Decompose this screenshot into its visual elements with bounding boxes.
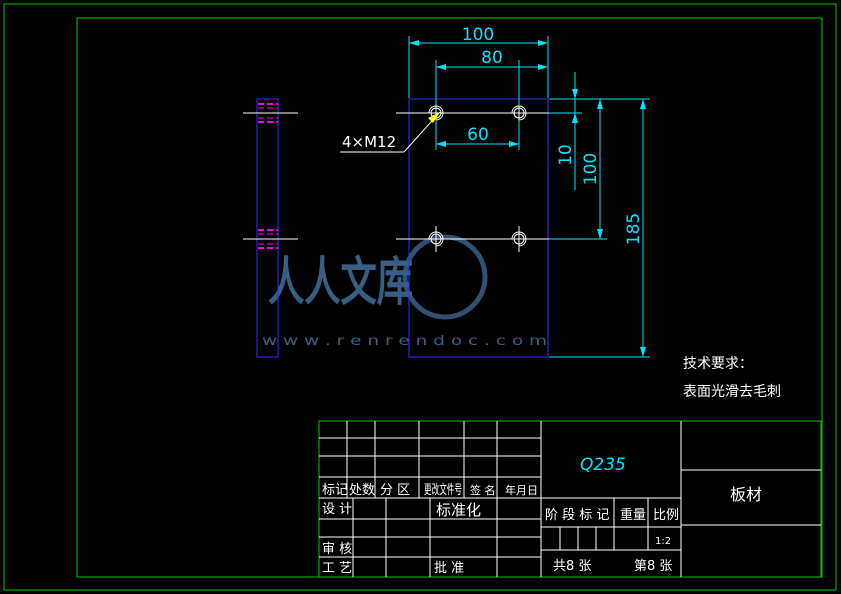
- dim-text-80: 80: [481, 48, 503, 68]
- tech-requirements-title: 技术要求：: [683, 356, 753, 372]
- watermark-url: w w w . r e n r e n d o c . c o m: [262, 334, 547, 349]
- plate-outline: [408, 98, 549, 358]
- threaded-hole-minor: [513, 107, 525, 119]
- label-sheets-total: 共8 张: [553, 559, 591, 574]
- dim-text-185: 185: [624, 213, 644, 245]
- threaded-hole: [428, 231, 444, 247]
- threaded-hole-minor: [513, 233, 525, 245]
- arrowhead: [640, 99, 646, 109]
- watermark: 人人文库 w w w . r e n r e n d o c . c o m: [262, 234, 547, 349]
- label-weight: 重量: [620, 507, 646, 523]
- watermark-text: 人人文库: [268, 253, 413, 313]
- dim-text-60: 60: [467, 125, 489, 145]
- arrowhead: [509, 141, 519, 147]
- label-stage-marks: 阶 段 标 记: [545, 508, 609, 523]
- label-ratio: 比例: [653, 508, 679, 523]
- rev-header-zone: 分 区: [380, 483, 410, 498]
- arrowhead: [538, 64, 548, 70]
- label-review: 审 核: [322, 542, 352, 557]
- tech-requirements-line: 表面光滑去毛刺: [683, 383, 781, 400]
- part-name: 板材: [730, 485, 762, 504]
- dim-text-100-vertical: 100: [581, 153, 601, 185]
- dimension-lines: [408, 36, 650, 358]
- side-view-outline: [256, 98, 279, 358]
- threaded-hole: [511, 231, 527, 247]
- label-approve: 批 准: [434, 561, 464, 576]
- callout-arrowhead: [428, 112, 440, 123]
- outer-frame: [3, 3, 837, 591]
- label-standardization: 标准化: [436, 501, 481, 519]
- title-block-grid: [318, 420, 822, 578]
- watermark-ring: [402, 234, 488, 320]
- threaded-hole: [511, 105, 527, 121]
- label-sheet-number: 第8 张: [634, 559, 672, 574]
- dim-text-100: 100: [462, 25, 494, 45]
- threaded-hole: [428, 105, 444, 121]
- scale-value: 1:2: [655, 536, 671, 547]
- rev-header-mark: 标记: [322, 483, 348, 498]
- hole-callout-text: 4×M12: [342, 133, 396, 151]
- rev-header-doc: 更改文件号: [424, 483, 462, 498]
- arrowhead: [640, 347, 646, 357]
- rev-header-count: 处数: [349, 483, 375, 498]
- arrowhead: [436, 141, 446, 147]
- side-view: [243, 98, 298, 358]
- hole-callout: 4×M12: [340, 111, 441, 153]
- material-value: Q235: [580, 455, 626, 475]
- label-design: 设 计: [322, 502, 352, 517]
- arrowhead: [597, 229, 603, 239]
- arrowhead: [572, 113, 578, 123]
- title-block-frame: [318, 420, 822, 578]
- dim-text-10: 10: [556, 144, 576, 166]
- arrowheads: [409, 40, 646, 357]
- rev-header-sign: 签 名: [470, 483, 496, 497]
- threaded-hole-minor: [430, 233, 442, 245]
- arrowhead: [572, 89, 578, 99]
- arrowhead: [409, 40, 419, 46]
- label-process: 工 艺: [322, 561, 352, 576]
- rev-header-date: 年月日: [505, 483, 538, 497]
- arrowhead: [538, 40, 548, 46]
- arrowhead: [597, 99, 603, 109]
- arrowhead: [436, 64, 446, 70]
